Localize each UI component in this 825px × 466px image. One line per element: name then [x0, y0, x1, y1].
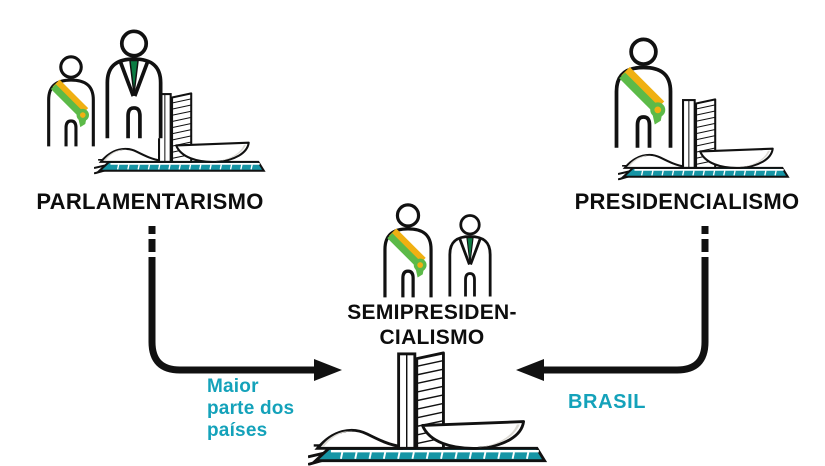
president-with-sash-icon	[617, 39, 671, 147]
arrow-right-caption: BRASIL	[568, 391, 647, 413]
arrow-parliamentarism-to-semi	[148, 226, 342, 381]
arrow-left-caption: Maior parte dos países	[207, 376, 295, 441]
presidentialism-label: PRESIDENCIALISMO	[574, 189, 800, 214]
semi-presidentialism-label: SEMIPRESIDEN- CIALISMO	[347, 301, 517, 349]
parliamentarism-label: PARLAMENTARISMO	[36, 189, 264, 214]
president-with-sash-icon	[385, 205, 431, 297]
presidentialism-illustration	[598, 28, 789, 181]
parliamentarism-illustration	[18, 29, 265, 175]
president-with-sash-icon	[49, 57, 94, 147]
arrow-presidentialism-to-semi	[516, 226, 709, 381]
prime-minister-with-tie-icon	[105, 29, 163, 139]
